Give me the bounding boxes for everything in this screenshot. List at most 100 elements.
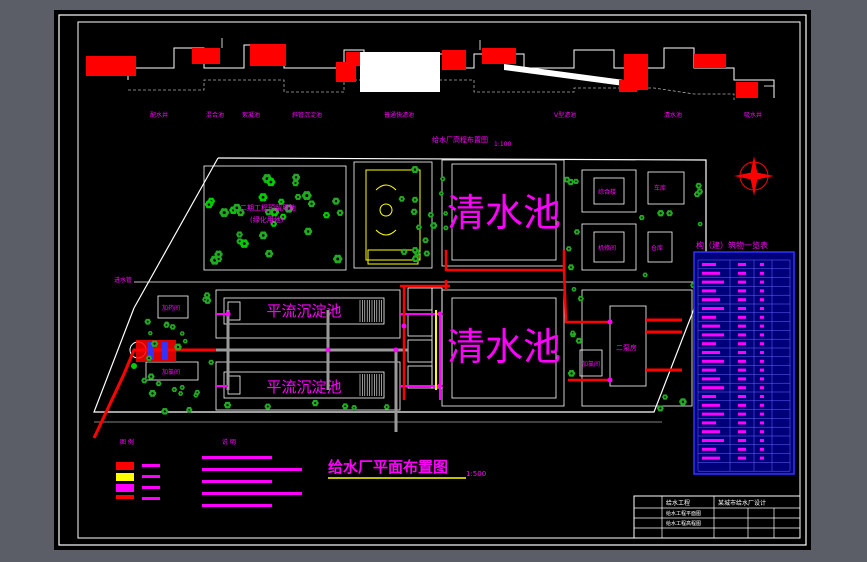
tree-icon: [174, 343, 182, 351]
clear-water-tank-upper: 清水池: [441, 159, 565, 267]
svg-text:进水管: 进水管: [114, 276, 132, 284]
title-block: 给水工程 某城市给水厂设计 给水工程平面图 给水工程高程图: [633, 495, 801, 539]
tree-icon: [301, 191, 312, 201]
tree-icon: [567, 370, 576, 377]
tree-icon: [662, 394, 668, 400]
tree-icon: [236, 208, 245, 217]
tank-label: 清水池: [447, 191, 561, 235]
elevation-label: 斜管沉淀池: [292, 111, 322, 119]
tree-icon: [638, 214, 645, 221]
svg-text:图 例: 图 例: [120, 438, 134, 446]
tree-icon: [279, 213, 287, 220]
drawing-title: 给水厂平面布置图: [328, 458, 448, 476]
elevation-label: 絮凝池: [242, 111, 260, 119]
tree-icon: [223, 401, 232, 409]
elevation-label: 普通快滤池: [384, 111, 414, 119]
tree-icon: [430, 222, 438, 229]
tree-icon: [570, 330, 576, 336]
tree-icon: [178, 391, 184, 396]
tree-icon: [696, 188, 703, 195]
tree-icon: [202, 297, 208, 303]
tree-icon: [151, 340, 159, 348]
drawing-scale: 1:500: [466, 470, 486, 478]
tree-icon: [398, 196, 405, 202]
settling-tank-upper: 平流沉淀池: [215, 289, 401, 339]
tree-icon: [161, 407, 169, 415]
svg-text:机修间: 机修间: [598, 244, 616, 252]
tree-icon: [695, 182, 702, 189]
svg-text:二期工程预留用地: 二期工程预留用地: [240, 203, 296, 212]
tree-icon: [415, 224, 422, 230]
plan-drawing: 配水井 混合池 絮凝池 斜管沉淀池 普通快滤池 V型滤池 清水池 吸水井 给水厂…: [58, 14, 807, 546]
settling-tank-lower: 平流沉淀池: [215, 361, 401, 411]
tree-icon: [145, 355, 153, 362]
elevation-label: V型滤池: [554, 111, 576, 119]
tree-icon: [666, 210, 673, 217]
left-buildings: 加药间 加氯间 进水管: [114, 276, 199, 381]
svg-text:二泵房: 二泵房: [616, 343, 637, 352]
tree-icon: [411, 196, 419, 203]
landscaping: [141, 165, 703, 415]
elevation-title: 给水厂高程布置图: [432, 135, 488, 144]
tree-icon: [657, 210, 665, 217]
tree-icon: [697, 221, 703, 227]
tree-icon: [571, 286, 577, 292]
svg-text:说 明: 说 明: [222, 438, 236, 446]
tree-icon: [147, 330, 153, 336]
reserved-green-area: 二期工程预留用地 (绿化用地): [203, 165, 347, 271]
elevation-label: 配水井: [150, 111, 168, 119]
buildings-table: 构（建）筑物一览表: [693, 240, 795, 475]
tree-icon: [679, 398, 687, 406]
tree-icon: [204, 200, 214, 209]
svg-text:给水工程高程图: 给水工程高程图: [666, 520, 701, 527]
svg-text:加药间: 加药间: [162, 304, 180, 312]
tree-icon: [194, 389, 201, 395]
tree-icon: [264, 208, 272, 216]
tree-icon: [239, 239, 249, 248]
tree-icon: [186, 406, 193, 413]
tree-icon: [440, 176, 446, 182]
tree-icon: [264, 403, 272, 410]
svg-text:给水工程平面图: 给水工程平面图: [666, 510, 701, 517]
tree-icon: [411, 247, 419, 254]
tree-icon: [270, 220, 277, 227]
elevation-label: 吸水井: [744, 111, 762, 119]
north-arrow: [734, 156, 774, 196]
tree-icon: [264, 249, 274, 258]
tree-icon: [179, 385, 185, 390]
tree-icon: [642, 272, 648, 278]
elevation-scale: 1:100: [494, 141, 511, 148]
tree-icon: [169, 324, 176, 330]
tree-icon: [423, 250, 430, 257]
pipe-nodes: [225, 311, 613, 389]
tree-icon: [163, 322, 170, 328]
site-boundary: [93, 157, 710, 423]
tree-icon: [577, 295, 584, 302]
drawing-sheet: 配水井 混合池 絮凝池 斜管沉淀池 普通快滤池 V型滤池 清水池 吸水井 给水厂…: [54, 10, 811, 550]
tree-icon: [573, 178, 579, 185]
tree-icon: [141, 377, 148, 384]
elevation-label: 清水池: [664, 111, 682, 119]
elevation-label: 混合池: [206, 111, 224, 119]
svg-text:综合楼: 综合楼: [598, 188, 616, 196]
tree-icon: [304, 227, 313, 236]
tree-icon: [400, 248, 408, 256]
tree-icon: [144, 318, 151, 325]
tree-icon: [258, 193, 268, 202]
tree-icon: [567, 264, 575, 271]
svg-text:(绿化用地): (绿化用地): [250, 215, 284, 224]
svg-text:给水工程: 给水工程: [666, 499, 690, 507]
legend: 图 例: [116, 438, 160, 500]
settling-label: 平流沉淀池: [266, 302, 341, 320]
tree-icon: [215, 255, 223, 263]
outer-frame: [58, 14, 807, 546]
tree-icon: [219, 208, 230, 218]
tree-icon: [411, 165, 419, 174]
tree-icon: [182, 338, 188, 344]
tree-icon: [332, 197, 340, 205]
tree-icon: [203, 292, 211, 299]
tree-icon: [563, 176, 571, 183]
tree-icon: [307, 200, 316, 208]
tree-icon: [427, 212, 434, 218]
svg-text:仓库: 仓库: [651, 244, 663, 252]
